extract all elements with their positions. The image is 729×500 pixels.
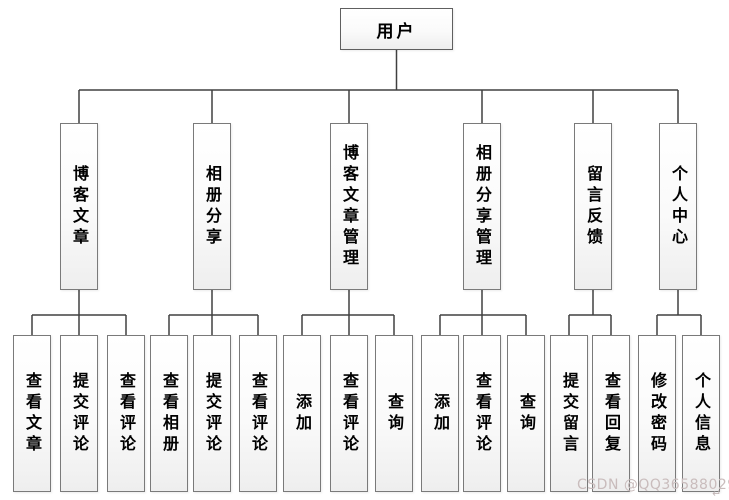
leaf-view-article: 查看文章 (13, 335, 51, 492)
leaf-query: 查询 (507, 335, 545, 492)
node-label: 添加 (293, 392, 312, 435)
node-label: 留言反馈 (584, 164, 603, 249)
node-user-label: 用户 (376, 21, 417, 42)
node-label: 查询 (385, 392, 404, 435)
node-label: 修改密码 (648, 371, 667, 456)
node-album-share-management: 相册分享管理 (463, 123, 501, 290)
node-label: 博客文章管理 (340, 143, 359, 270)
node-label: 个人中心 (669, 164, 688, 249)
node-label: 查看评论 (473, 371, 492, 456)
leaf-personal-info: 个人信息 (682, 335, 720, 492)
csdn-watermark: CSDN @QQ365880293 (577, 477, 729, 493)
node-blog-article-management: 博客文章管理 (330, 123, 368, 290)
leaf-view-comment: 查看评论 (463, 335, 501, 492)
node-label: 查看评论 (340, 371, 359, 456)
node-label: 个人信息 (692, 371, 711, 456)
node-label: 查询 (517, 392, 536, 435)
leaf-submit-comment: 提交评论 (60, 335, 98, 492)
node-label: 提交评论 (203, 371, 222, 456)
node-label: 相册分享管理 (473, 143, 492, 270)
node-blog-articles: 博客文章 (60, 123, 98, 290)
return-mark: ↵ (712, 487, 722, 500)
leaf-add: 添加 (421, 335, 459, 492)
leaf-submit-comment: 提交评论 (193, 335, 231, 492)
leaf-add: 添加 (283, 335, 321, 492)
node-label: 查看相册 (160, 371, 179, 456)
leaf-submit-message: 提交留言 (550, 335, 588, 492)
node-label: 查看回复 (602, 371, 621, 456)
leaf-view-album: 查看相册 (150, 335, 188, 492)
leaf-view-comment: 查看评论 (107, 335, 145, 492)
node-label: 查看文章 (23, 371, 42, 456)
node-label: 博客文章 (70, 164, 89, 249)
node-label: 查看评论 (117, 371, 136, 456)
node-label: 查看评论 (249, 371, 268, 456)
node-user: 用户 (340, 8, 453, 50)
leaf-query: 查询 (375, 335, 413, 492)
node-label: 添加 (431, 392, 450, 435)
leaf-change-password: 修改密码 (638, 335, 676, 492)
node-label: 提交评论 (70, 371, 89, 456)
node-label: 提交留言 (560, 371, 579, 456)
node-message-feedback: 留言反馈 (574, 123, 612, 290)
node-album-share: 相册分享 (193, 123, 231, 290)
node-personal-center: 个人中心 (659, 123, 697, 290)
leaf-view-reply: 查看回复 (592, 335, 630, 492)
leaf-view-comment: 查看评论 (330, 335, 368, 492)
node-label: 相册分享 (203, 164, 222, 249)
leaf-view-comment: 查看评论 (239, 335, 277, 492)
